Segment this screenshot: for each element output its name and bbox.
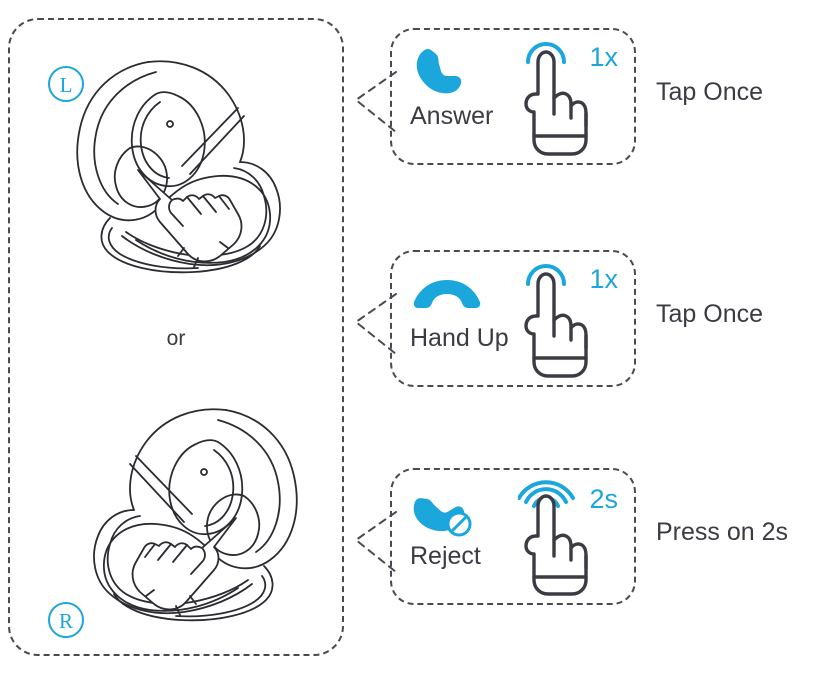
action-label-hangup: Hand Up [410, 324, 509, 352]
callout-box-hangup: Hand Up 1x [390, 250, 636, 387]
action-label-answer: Answer [410, 102, 494, 130]
right-earbud-illustration [93, 408, 298, 622]
instruction-reject: Press on 2s [656, 518, 789, 546]
gesture-count-reject: 2s [589, 484, 618, 514]
tap-once-hand-icon [524, 42, 588, 156]
callout-box-reject: Reject 2s [390, 468, 636, 605]
phone-reject-icon [413, 498, 472, 537]
right-side-badge: R [48, 602, 84, 638]
callout-connector-line [354, 293, 397, 355]
instruction-hangup: Tap Once [656, 300, 764, 328]
divider-label: or [166, 327, 186, 350]
tap-once-hand-icon [524, 264, 588, 378]
gesture-count-hangup: 1x [589, 264, 618, 294]
press-hold-hand-icon [518, 480, 588, 596]
gesture-row-reject: Reject 2s Press on 2s [352, 468, 822, 618]
callout-box-answer: Answer 1x [390, 28, 636, 165]
callout-connector-line [354, 511, 397, 573]
phone-hangup-icon [413, 280, 481, 308]
earbud-panel: L R or [8, 18, 344, 656]
gesture-row-answer: Answer 1x Tap Once [352, 28, 822, 178]
action-label-reject: Reject [410, 542, 481, 570]
left-earbud-illustration [76, 60, 281, 274]
phone-handset-icon [416, 48, 462, 94]
instruction-answer: Tap Once [656, 78, 764, 106]
left-side-badge: L [48, 66, 84, 102]
callout-connector-line [354, 71, 397, 133]
gesture-row-hangup: Hand Up 1x Tap Once [352, 250, 822, 400]
gesture-count-answer: 1x [589, 42, 618, 72]
